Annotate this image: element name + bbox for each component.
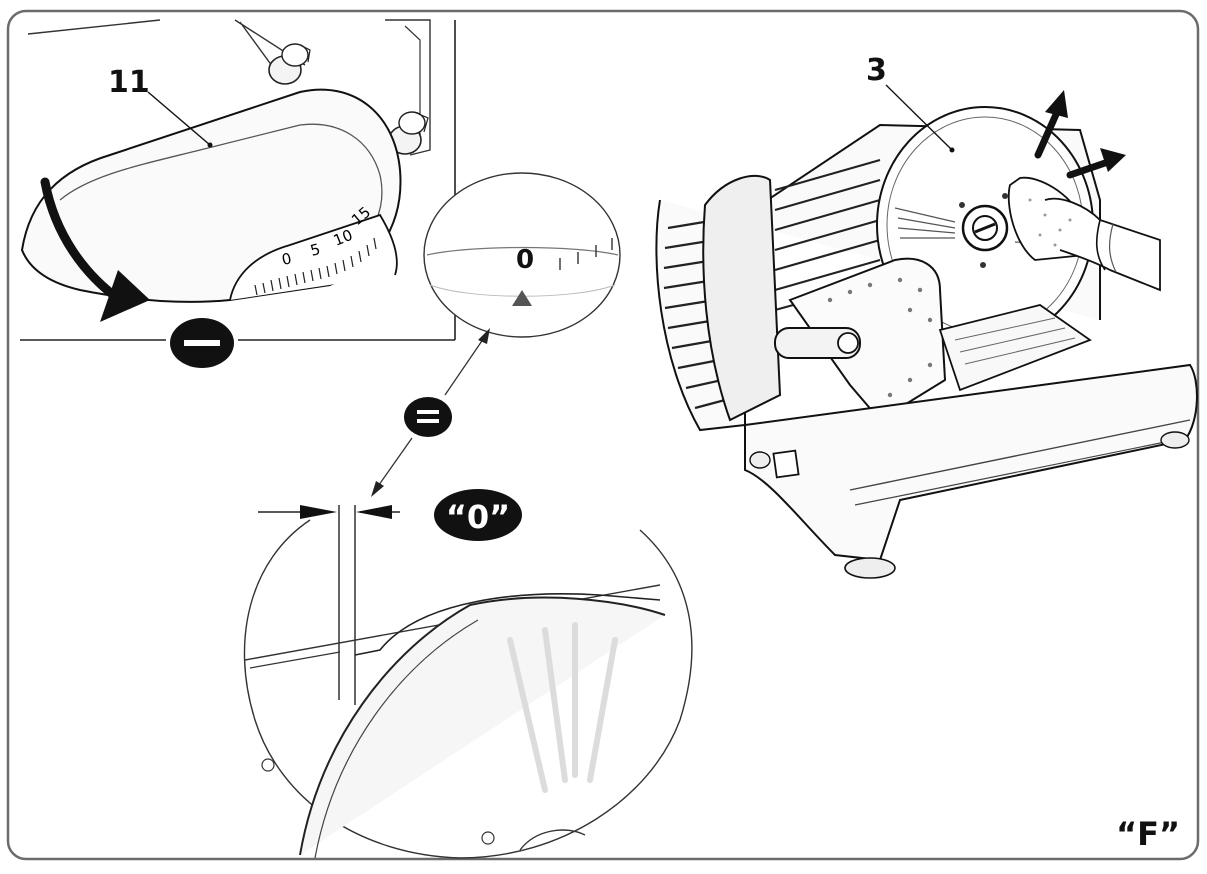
rotate-arrow-icon [40, 177, 125, 305]
blade-shine [507, 622, 618, 793]
scale-label-5: 5 [308, 240, 322, 260]
zero-gap-badge: “0” [434, 489, 522, 541]
wipe-right-arrow-icon [1066, 148, 1126, 179]
dial-zero-label: 0 [516, 245, 534, 275]
zero-gap-label: “0” [446, 498, 510, 536]
scale-label-0: 0 [280, 249, 293, 269]
end-guard [702, 174, 782, 422]
slicer-base [744, 363, 1198, 562]
slicer-machine: 3 [655, 53, 1198, 579]
part-number-11: 11 [108, 65, 150, 100]
part-number-3: 3 [866, 53, 887, 88]
knob-inset: 0 5 10 15 11 [20, 19, 456, 368]
zero-pointer-icon [512, 290, 532, 306]
slicing-tray [938, 304, 1092, 392]
knob-scale-ticks [254, 237, 377, 296]
gap-indicator: “0” [258, 489, 522, 705]
zero-mark-zoom: 0 [423, 172, 621, 338]
wipe-up-arrow-icon [1034, 90, 1068, 159]
minus-badge [170, 318, 234, 368]
scale-label-10: 10 [331, 226, 355, 250]
bolt-lower [388, 111, 429, 155]
figure-letter: “F” [1116, 815, 1180, 853]
blade-zoom [243, 519, 693, 859]
bolt-upper [268, 43, 311, 85]
equals-connector [371, 328, 490, 497]
cleaning-hand [1007, 176, 1161, 292]
